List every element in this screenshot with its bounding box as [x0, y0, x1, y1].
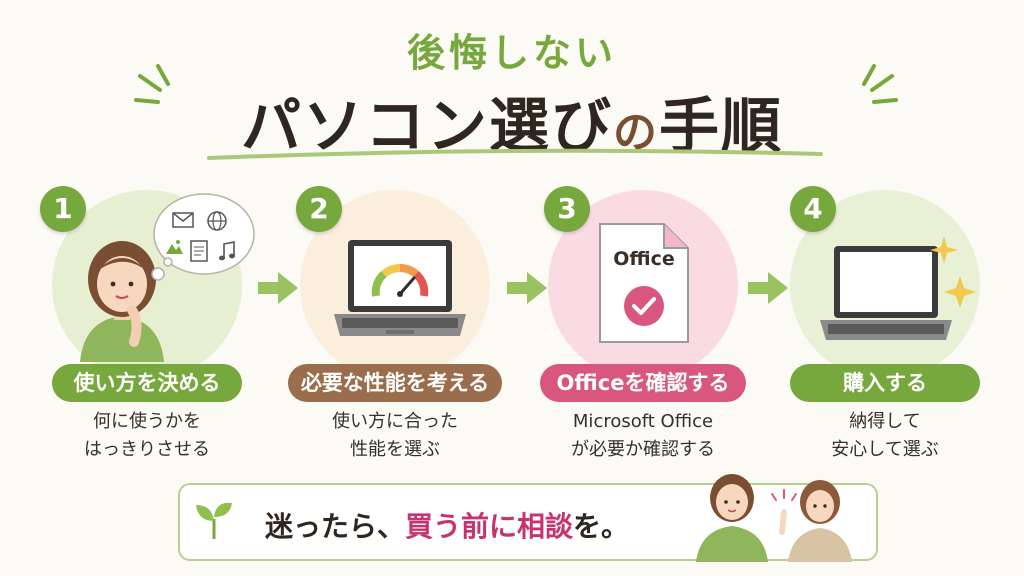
advice-text: 迷ったら、買う前に相談を。 — [265, 505, 629, 545]
step-2-label: 必要な性能を考える — [288, 364, 502, 402]
title-underline — [205, 140, 825, 168]
step-4-description: 納得して 安心して選ぶ — [831, 411, 939, 460]
sparkle-lines-left-icon — [130, 62, 190, 126]
globe-icon — [206, 210, 228, 236]
arrow-right-icon — [505, 270, 549, 310]
consultation-people-illustration — [696, 470, 856, 566]
thinking-person-illustration — [62, 224, 182, 373]
step-1-number: 1 — [40, 186, 86, 232]
subtitle: 後悔しない — [406, 31, 617, 75]
sparkle-lines-right-icon — [842, 62, 902, 126]
step-4-label: 購入する — [790, 364, 980, 402]
sparkle-icon — [930, 236, 980, 316]
laptop-illustration — [818, 244, 954, 348]
advice-text-after: を。 — [573, 510, 630, 543]
step-3-number: 3 — [544, 186, 590, 232]
advice-text-emphasis: 買う前に相談 — [405, 510, 574, 543]
office-doc-label: Office — [613, 248, 675, 270]
step-2-number: 2 — [296, 186, 342, 232]
arrow-right-icon — [256, 270, 300, 310]
step-3-label: Officeを確認する — [540, 364, 746, 402]
step-1-label: 使い方を決める — [52, 364, 242, 402]
laptop-gauge-illustration — [332, 238, 468, 346]
document-icon — [190, 240, 208, 266]
office-document-illustration: Office — [598, 222, 690, 344]
mail-icon — [172, 212, 194, 232]
step-4-number: 4 — [790, 186, 836, 232]
music-note-icon — [218, 240, 236, 266]
photo-icon — [164, 238, 184, 260]
step-1-description: 何に使うかを はっきりさせる — [84, 411, 210, 460]
step-3-description: Microsoft Office が必要か確認する — [571, 411, 715, 460]
sprout-icon — [192, 497, 236, 545]
arrow-right-icon — [746, 270, 790, 310]
step-2-description: 使い方に合った 性能を選ぶ — [332, 411, 458, 460]
advice-text-before: 迷ったら、 — [265, 510, 406, 543]
